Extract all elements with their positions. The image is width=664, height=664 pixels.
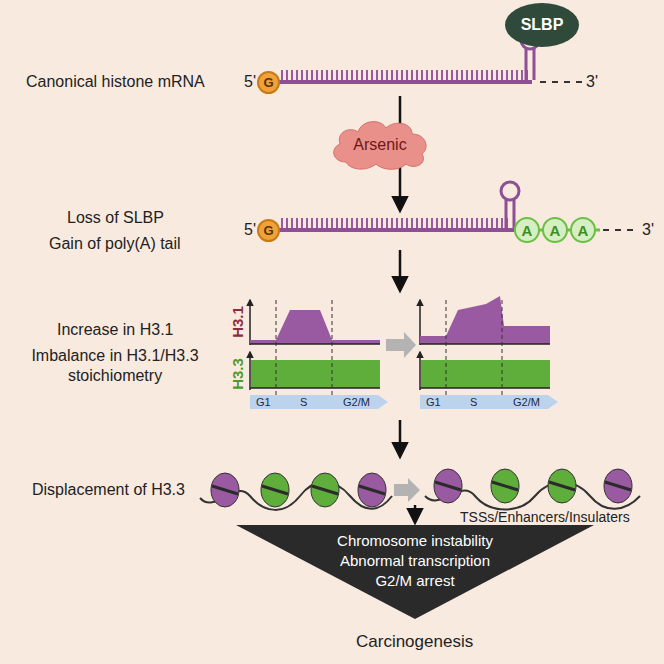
phase-label: S: [300, 396, 307, 409]
mrna-strand: [278, 228, 514, 232]
node-text: A: [522, 222, 533, 239]
polyA-circle: A: [514, 217, 540, 243]
protein-oval: SLBP: [505, 3, 579, 47]
flow-arrow: [399, 420, 402, 456]
chromatin-before: [200, 473, 392, 510]
text-label: 3': [586, 72, 598, 92]
phase-label: S: [470, 396, 477, 409]
cloud-path: [334, 122, 426, 170]
axis: [419, 352, 421, 390]
phase-label: G2/M: [513, 396, 540, 409]
text-label: TSSs/Enhancers/Insulaters: [460, 507, 630, 527]
flow-arrow: [399, 250, 402, 290]
axis: [249, 352, 251, 390]
text-label: Imbalance in H3.1/H3.3 stoichiometry: [15, 346, 215, 386]
dashes: [603, 229, 636, 231]
chart-before: [250, 300, 388, 409]
node-text: G: [263, 75, 273, 90]
flow-arrow: [414, 505, 417, 522]
text-label: 5': [244, 72, 256, 92]
transition-arrow: [386, 332, 416, 358]
hairpin-stem: [506, 200, 514, 228]
node-text: G: [263, 223, 273, 238]
h31-curve: [250, 310, 380, 344]
dna-wrap: [212, 486, 385, 494]
baseline: [420, 343, 550, 345]
dashes: [540, 81, 582, 83]
phase-label: G1: [426, 396, 441, 409]
text-label: Canonical histone mRNA: [26, 72, 205, 92]
polyA-circle: A: [570, 217, 596, 243]
node-text: A: [578, 222, 589, 239]
baseline: [420, 387, 550, 389]
h33-bar: [251, 360, 380, 388]
text-label: Carcinogenesis: [356, 632, 473, 652]
baseline: [250, 387, 380, 389]
text-label: Displacement of H3.3: [32, 480, 185, 500]
cap-circle: G: [257, 71, 280, 94]
mrna-strand: [278, 80, 532, 84]
chromatin-after: [425, 469, 640, 510]
phase-label: G2/M: [343, 396, 370, 409]
axis: [249, 300, 251, 345]
text-label: Increase in H3.1: [57, 320, 174, 340]
cap-circle: G: [257, 219, 280, 242]
transition-arrow: [394, 478, 420, 502]
node-text: A: [550, 222, 561, 239]
text-label: Loss of SLBP: [67, 208, 164, 228]
node-text: Arsenic: [353, 136, 406, 154]
tri-path: [236, 525, 594, 619]
phase-label: G1: [256, 396, 271, 409]
arsenic-cloud: Arsenic: [328, 118, 432, 172]
axis-label: H3.1: [228, 306, 248, 338]
polyA-circle: A: [542, 217, 568, 243]
h31-curve: [420, 296, 550, 344]
axis-label: H3.3: [228, 358, 248, 390]
text-label: Gain of poly(A) tail: [49, 234, 181, 254]
outcome-triangle: Chromosome instabilityAbnormal transcrip…: [236, 525, 594, 619]
hairpin-stem: [526, 48, 534, 80]
text-label: 3': [642, 220, 654, 240]
node-text: Chromosome instability: [337, 531, 493, 551]
baseline: [250, 343, 380, 345]
hairpin-loop: [501, 182, 519, 200]
phase-divider: [276, 300, 332, 396]
cell-cycle-arrow: [250, 395, 388, 409]
chart-after: [420, 296, 558, 409]
phase-divider: [446, 300, 502, 396]
node-text: SLBP: [521, 16, 564, 34]
node-text: Abnormal transcription: [340, 551, 490, 571]
h33-bar: [421, 360, 550, 388]
text-label: 5': [244, 220, 256, 240]
dna-wrap: [435, 482, 631, 490]
cell-cycle-arrow: [420, 395, 558, 409]
node-text: G2/M arrest: [375, 571, 454, 591]
